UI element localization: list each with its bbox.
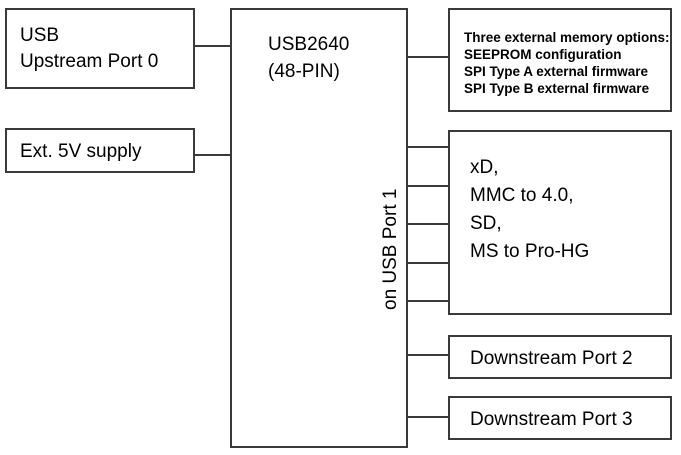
wire-card-lane-2 xyxy=(406,185,450,187)
block-usb-upstream-port[interactable]: USB Upstream Port 0 xyxy=(5,8,195,89)
downstream-port-2-label: Downstream Port 2 xyxy=(470,348,633,369)
usb-upstream-line2: Upstream Port 0 xyxy=(20,51,159,72)
block-external-memory-options[interactable]: Three external memory options: SEEPROM c… xyxy=(448,8,672,112)
controller-part-number: USB2640 xyxy=(268,34,350,55)
block-card-formats[interactable]: xD, MMC to 4.0, SD, MS to Pro-HG xyxy=(448,130,672,315)
wire-upstream-to-controller xyxy=(194,45,232,47)
wire-card-lane-1 xyxy=(406,146,450,148)
usb-upstream-line1: USB xyxy=(20,25,60,46)
controller-package: (48-PIN) xyxy=(268,61,340,82)
wire-power-to-controller xyxy=(194,154,232,156)
block-downstream-port-3[interactable]: Downstream Port 3 xyxy=(448,396,672,440)
memory-options-seeprom: SEEPROM configuration xyxy=(464,47,622,62)
block-external-5v-supply[interactable]: Ext. 5V supply xyxy=(5,128,195,173)
external-5v-supply-label: Ext. 5V supply xyxy=(20,141,142,162)
wire-controller-to-memory-options xyxy=(406,56,450,58)
card-format-ms: MS to Pro-HG xyxy=(470,241,590,262)
block-downstream-port-2[interactable]: Downstream Port 2 xyxy=(448,335,672,379)
card-format-mmc: MMC to 4.0, xyxy=(470,185,574,206)
memory-options-spi-type-b: SPI Type B external firmware xyxy=(464,81,650,96)
card-format-xd: xD, xyxy=(470,157,499,178)
wire-card-lane-3 xyxy=(406,223,450,225)
memory-options-spi-type-a: SPI Type A external firmware xyxy=(464,64,649,79)
wire-controller-to-downstream-port-3 xyxy=(406,416,450,418)
wire-controller-to-downstream-port-2 xyxy=(406,354,450,356)
block-usb2640-controller[interactable]: USB2640 (48-PIN) on USB Port 1 xyxy=(230,8,408,448)
wire-card-lane-5 xyxy=(406,300,450,302)
memory-options-heading: Three external memory options: xyxy=(464,30,670,45)
wire-card-lane-4 xyxy=(406,262,450,264)
card-format-sd: SD, xyxy=(470,213,502,234)
downstream-port-3-label: Downstream Port 3 xyxy=(470,409,633,430)
controller-on-usb-port-1-label: on USB Port 1 xyxy=(380,188,401,310)
